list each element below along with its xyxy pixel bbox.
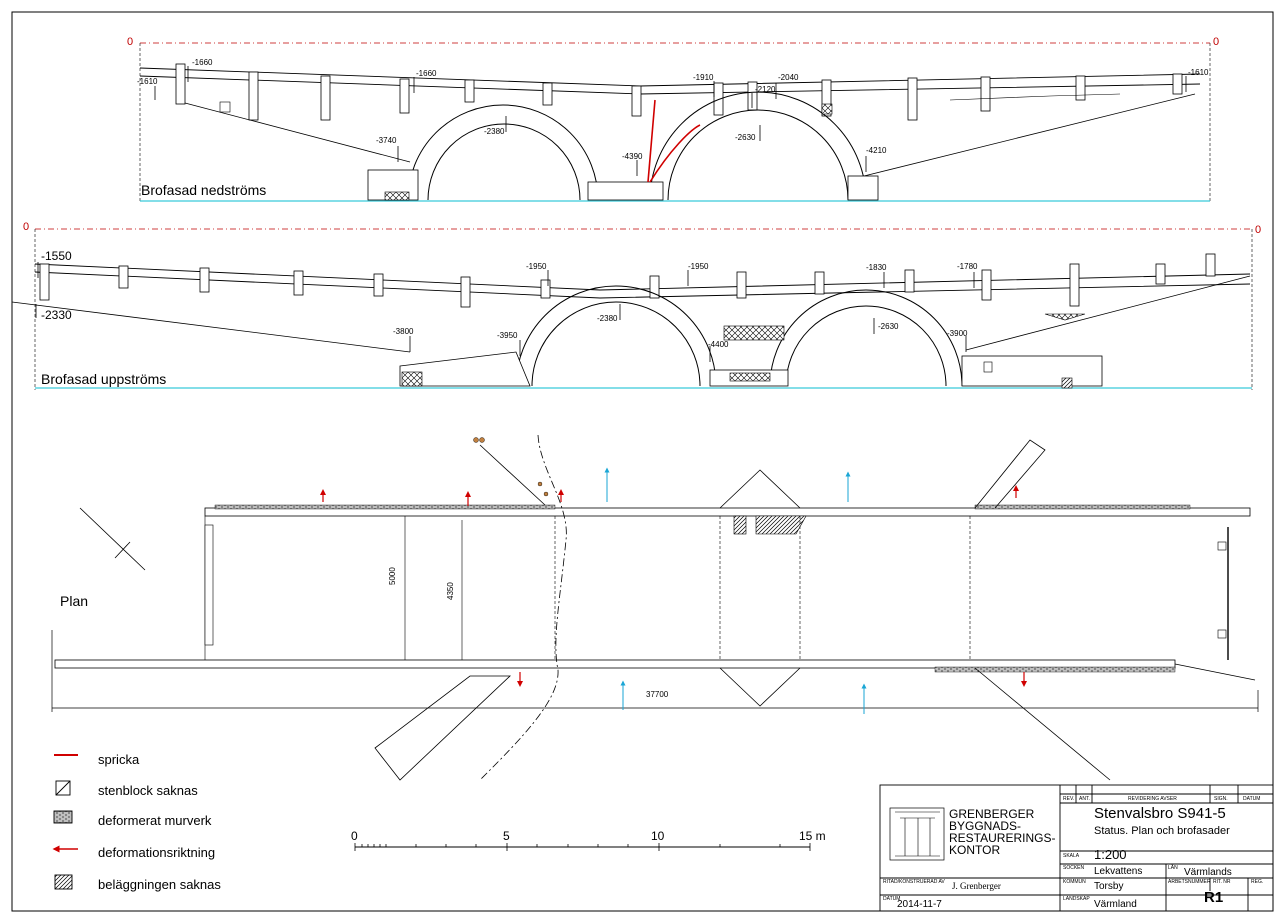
tb-reg-label: REG. <box>1251 879 1264 885</box>
tb-skala: 1:200 <box>1094 847 1127 862</box>
dimension-width-2: 4350 <box>446 582 455 600</box>
elevation-upstream-title: Brofasad uppströms <box>41 371 167 387</box>
level-label: -1830 <box>866 263 887 272</box>
company-name: GRENBERGER BYGGNADS- RESTAURERINGS- KONT… <box>949 807 1056 857</box>
plan-view <box>51 434 1259 781</box>
legend-label-missing-paving: beläggningen saknas <box>98 877 221 892</box>
scale-tick-label: 15 m <box>799 829 826 843</box>
level-label: -2380 <box>484 127 505 136</box>
elevation-upstream <box>11 228 1253 390</box>
level-label: -1610 <box>137 77 158 86</box>
tb-header-ant: ANT. <box>1079 796 1090 802</box>
legend-label-deformation-direction: deformationsriktning <box>98 845 216 860</box>
level-label: -2380 <box>597 314 618 323</box>
dimension-width-1: 5000 <box>388 567 397 585</box>
level-label: -3950 <box>497 331 518 340</box>
tb-lan: Värmlands <box>1184 867 1232 878</box>
tb-skala-label: SKALA <box>1063 853 1080 859</box>
level-label: -3900 <box>947 329 968 338</box>
legend-label-deformed-masonry: deformerat murverk <box>98 813 212 828</box>
crack-line <box>647 99 656 183</box>
level-label: -3740 <box>376 136 397 145</box>
title-block <box>879 784 1274 912</box>
sheet-border <box>11 11 1274 912</box>
elevation-downstream-title: Brofasad nedströms <box>141 182 267 198</box>
plan-title: Plan <box>60 593 89 609</box>
scale-tick-label: 5 <box>503 829 510 843</box>
project-title: Stenvalsbro S941-5 <box>1094 805 1226 822</box>
legend-label-missing-block: stenblock saknas <box>98 783 198 798</box>
level-label: -4210 <box>866 146 887 155</box>
tb-landskap: Värmland <box>1094 899 1137 910</box>
datum-zero-left: 0 <box>23 221 30 233</box>
scale-bar <box>354 843 811 851</box>
tb-kommun: Torsby <box>1094 881 1124 892</box>
tb-header-rev: REV. <box>1063 796 1075 802</box>
level-label: -1910 <box>693 73 714 82</box>
level-label: -2330 <box>41 308 72 322</box>
level-label: -2040 <box>778 73 799 82</box>
level-label: -1660 <box>192 58 213 67</box>
project-subtitle: Status. Plan och brofasader <box>1094 825 1230 837</box>
legend-label-crack: spricka <box>98 752 140 767</box>
scale-tick-label: 10 <box>651 829 665 843</box>
level-label: -4390 <box>622 152 643 161</box>
tb-kommun-label: KOMMUN <box>1063 879 1086 885</box>
datum-zero-right: 0 <box>1213 36 1220 48</box>
deformation-arrows <box>320 467 1027 714</box>
tb-lan-label: LÄN <box>1168 865 1178 871</box>
tb-socken-label: SOCKEN <box>1063 865 1085 871</box>
tb-header-datum: DATUM <box>1243 796 1261 802</box>
tb-header-revision: REVIDERING AVSER <box>1128 796 1177 802</box>
level-label: -2630 <box>735 133 756 142</box>
level-label: -1780 <box>957 262 978 271</box>
level-label: -4400 <box>708 340 729 349</box>
level-label: -2630 <box>878 322 899 331</box>
tb-datum: 2014-11-7 <box>897 899 942 910</box>
datum-zero-left: 0 <box>127 36 134 48</box>
level-label: -1550 <box>41 249 72 263</box>
level-label: -1950 <box>688 262 709 271</box>
tb-socken: Lekvattens <box>1094 866 1143 877</box>
level-label: -3800 <box>393 327 414 336</box>
tb-arbetsnummer-label: ARBETSNUMMER <box>1168 879 1211 885</box>
elevation-downstream <box>139 42 1211 202</box>
tb-header-sign: SIGN. <box>1214 796 1228 802</box>
level-label: -1950 <box>526 262 547 271</box>
tb-landskap-label: LANDSKAP <box>1063 896 1090 902</box>
level-label: -1660 <box>416 69 437 78</box>
tb-datum-label: DATUM <box>883 896 901 902</box>
level-label: -2120 <box>755 85 776 94</box>
dimension-length: 37700 <box>646 690 669 699</box>
legend-symbols <box>52 754 78 890</box>
tb-ritad-label: RITAD/KONSTRUERAD AV <box>883 879 945 885</box>
drawing-number: R1 <box>1204 889 1224 906</box>
datum-zero-right: 0 <box>1255 224 1262 236</box>
level-label: -1610 <box>1188 68 1209 77</box>
tb-ritnr-label: RIT. NR <box>1213 879 1231 885</box>
scale-tick-label: 0 <box>351 829 358 843</box>
tb-ritad: J. Grenberger <box>952 881 1001 891</box>
